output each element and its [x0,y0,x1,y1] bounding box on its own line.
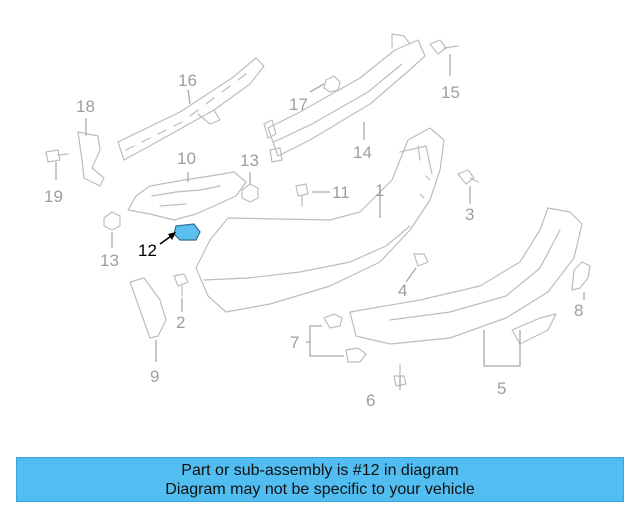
callout-9: 9 [150,367,159,386]
bumper-cover-part [195,127,445,313]
part-info-banner: Part or sub-assembly is #12 in diagram D… [16,457,624,502]
callout-1: 1 [375,181,384,200]
callout-6: 6 [366,391,375,410]
screw-11-part [295,183,309,207]
lower-valance-part [349,207,583,345]
callout-17: 17 [289,95,308,114]
callout-18: 18 [76,97,95,116]
callout-14: 14 [353,143,372,162]
bolt-19-part [45,149,69,163]
bracket-7-upper-part [323,313,343,329]
side-cover-9-part [129,277,167,339]
callout-16: 16 [178,71,197,90]
retainer-12-highlighted-part [159,223,201,245]
energy-absorber-part [117,57,265,161]
callout-11: 11 [332,183,350,202]
callout-5: 5 [497,379,506,398]
nut-13-upper-part [241,183,259,203]
clip-17-part [323,75,341,93]
reinforcement-bar-part [263,33,426,163]
clip-3-part [457,169,479,185]
callout-13-lower: 13 [100,251,119,270]
cover-8-part [571,261,591,291]
callout-8: 8 [574,301,583,320]
bracket-18-part [77,131,105,187]
callout-10: 10 [177,149,196,168]
callout-4: 4 [398,281,407,300]
callout-2: 2 [176,313,185,332]
bolt-15-part [429,39,459,55]
side-bracket-10-part [127,171,247,221]
screw-2-part [173,273,189,297]
callout-19: 19 [44,187,63,206]
callout-7: 7 [290,333,299,352]
callout-13-upper: 13 [240,151,259,170]
clip-4-part [413,253,429,267]
callout-12-highlighted: 12 [138,241,157,260]
nut-13-lower-part [103,211,121,231]
exploded-parts-diagram: 1 2 3 4 5 6 7 8 9 10 11 12 13 13 14 15 1… [44,33,591,410]
banner-line-disclaimer: Diagram may not be specific to your vehi… [165,480,475,498]
callout-3: 3 [465,205,474,224]
banner-line-part-number: Part or sub-assembly is #12 in diagram [181,461,459,479]
callout-15: 15 [441,83,460,102]
bracket-7-lower-part [345,347,367,363]
